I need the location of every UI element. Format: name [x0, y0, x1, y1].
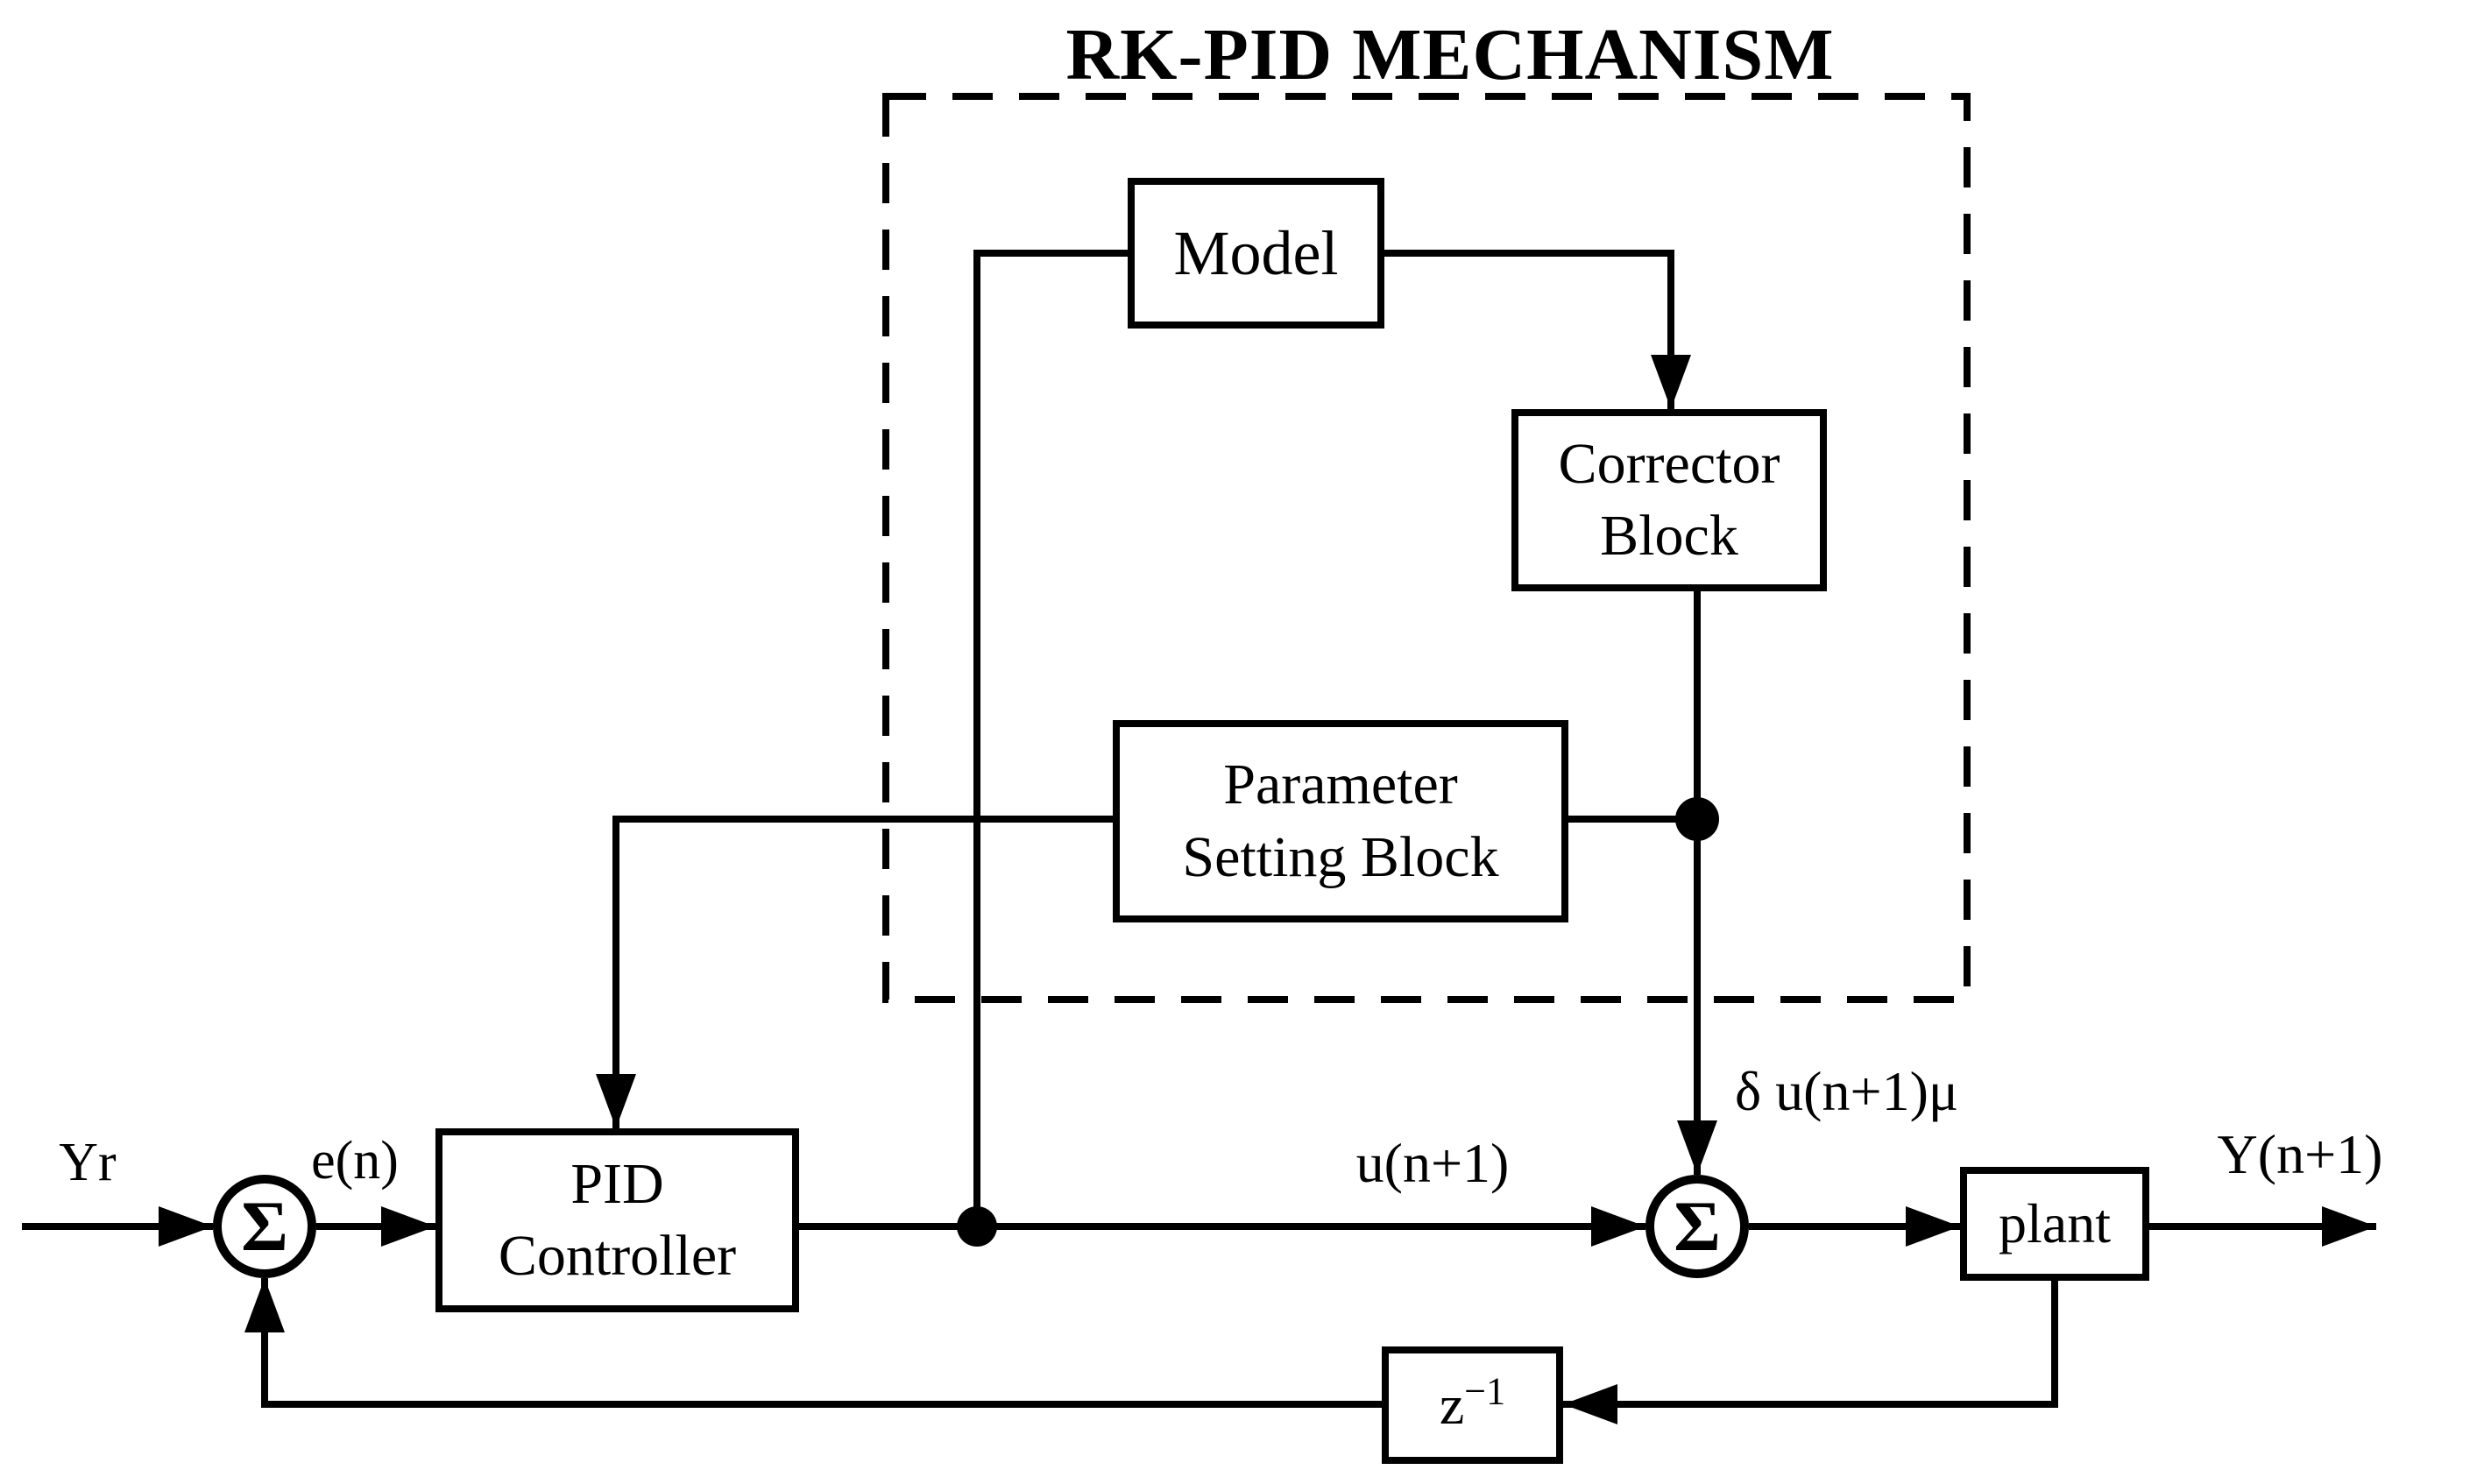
plant-block: plant: [1960, 1167, 2149, 1281]
pid-controller-block: PID Controller: [435, 1128, 799, 1312]
wire-delay-to-sum1: [244, 1278, 1382, 1408]
unit-delay-base: z: [1439, 1374, 1465, 1436]
pid-controller-block-label-line1: PID: [570, 1151, 664, 1216]
correction-signal-label: δ u(n+1)μ: [1735, 1060, 1959, 1122]
summing-junction-control: Σ: [1645, 1175, 1749, 1278]
output-signal-label: Y(n+1): [2217, 1123, 2383, 1185]
pid-controller-block-label-line2: Controller: [498, 1224, 737, 1288]
input-signal-label: Yr: [59, 1133, 117, 1192]
wire-parameter-to-pid: [596, 816, 1113, 1128]
error-signal-label: e(n): [311, 1131, 399, 1191]
corrector-block-label-line1: Corrector: [1558, 431, 1780, 496]
unit-delay-exponent: −1: [1464, 1369, 1506, 1413]
plant-block-label: plant: [1999, 1192, 2111, 1254]
parameter-setting-block-label-line2: Setting Block: [1182, 824, 1499, 889]
parameter-setting-block-label-line1: Parameter: [1223, 753, 1458, 816]
wire-tap-to-model: [973, 250, 1128, 1226]
unit-delay-block-label: z−1: [1440, 1370, 1505, 1440]
corrector-block: Corrector Block: [1511, 409, 1827, 591]
model-block-label: Model: [1173, 218, 1339, 288]
wire-model-to-corrector: [1384, 250, 1691, 409]
control-signal-label: u(n+1): [1355, 1132, 1510, 1194]
junction-dot-corrector-line: [1675, 797, 1719, 841]
unit-delay-block: z−1: [1382, 1346, 1563, 1464]
wire-plant-to-delay: [1563, 1281, 2058, 1424]
corrector-block-label-line2: Block: [1600, 504, 1738, 568]
diagram-title: RK-PID MECHANISM: [1065, 14, 1835, 95]
summing-junction-error: Σ: [213, 1175, 316, 1278]
parameter-setting-block: Parameter Setting Block: [1113, 720, 1568, 922]
model-block: Model: [1128, 178, 1384, 329]
sigma-symbol: Σ: [1674, 1186, 1721, 1266]
rk-pid-boundary-dashed-box: [882, 93, 1971, 1003]
sigma-symbol: Σ: [241, 1186, 288, 1266]
junction-dot-main-line: [957, 1206, 997, 1247]
